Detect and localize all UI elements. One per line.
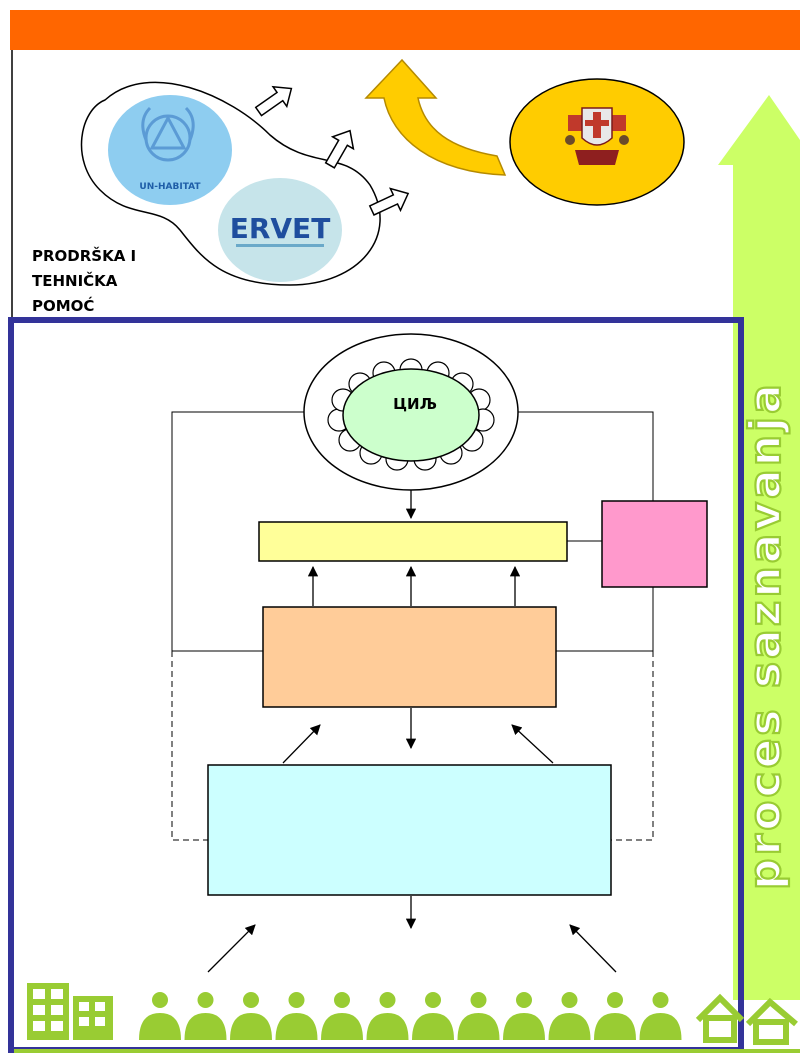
pink-box <box>601 500 708 588</box>
arrow-people-to-cyan-left <box>207 924 256 973</box>
arrow-cyan-to-orange-left <box>282 724 321 764</box>
person-icon <box>594 992 636 1040</box>
house-icon <box>695 993 745 1043</box>
support-line-3: POMOĆ <box>32 296 94 315</box>
person-icon <box>412 992 454 1040</box>
person-icon <box>230 992 272 1040</box>
goal-ellipse <box>342 368 480 462</box>
person-icon <box>457 992 500 1040</box>
ervet-label: ERVET <box>230 212 331 245</box>
coat-of-arms-icon <box>509 78 685 206</box>
person-icon <box>321 992 363 1040</box>
person-icon <box>139 992 181 1040</box>
orange-box <box>262 606 557 708</box>
curved-arrow-icon <box>364 58 507 176</box>
person-icon <box>639 992 682 1040</box>
person-icon <box>184 992 227 1040</box>
support-line-1: PRODRŠKA I <box>32 246 136 265</box>
outline-arrow-icon <box>368 187 410 216</box>
people-row <box>139 992 682 1040</box>
support-label: PRODRŠKA I TEHNIČKA POMOĆ <box>32 246 141 315</box>
dashed-right-connector <box>611 651 654 841</box>
cyan-box <box>207 764 612 896</box>
yellow-box <box>258 521 568 562</box>
person-icon <box>275 992 318 1040</box>
process-label: proces saznavanja <box>740 381 791 890</box>
outline-arrow-icon <box>324 129 355 169</box>
building-icon <box>27 983 113 1040</box>
person-icon <box>366 992 409 1040</box>
process-arrow: proces saznavanja <box>718 95 800 1000</box>
un-habitat-label: UN-HABITAT <box>139 182 201 192</box>
person-icon <box>548 992 591 1040</box>
goal-left-connector <box>171 411 304 652</box>
house-icon <box>745 997 798 1045</box>
arrow-people-to-cyan-right <box>569 924 617 973</box>
support-line-2: TEHNIČKA <box>32 271 118 290</box>
dashed-left-connector <box>171 651 208 841</box>
person-icon <box>503 992 545 1040</box>
top-bar <box>10 10 800 50</box>
goal-label: ЦИЉ <box>393 395 437 413</box>
ervet-logo-icon: ERVET <box>218 178 342 282</box>
outline-arrow-icon <box>254 85 293 117</box>
un-habitat-logo-icon: UN-HABITAT <box>108 95 232 205</box>
arrow-cyan-to-orange-right <box>511 724 554 764</box>
